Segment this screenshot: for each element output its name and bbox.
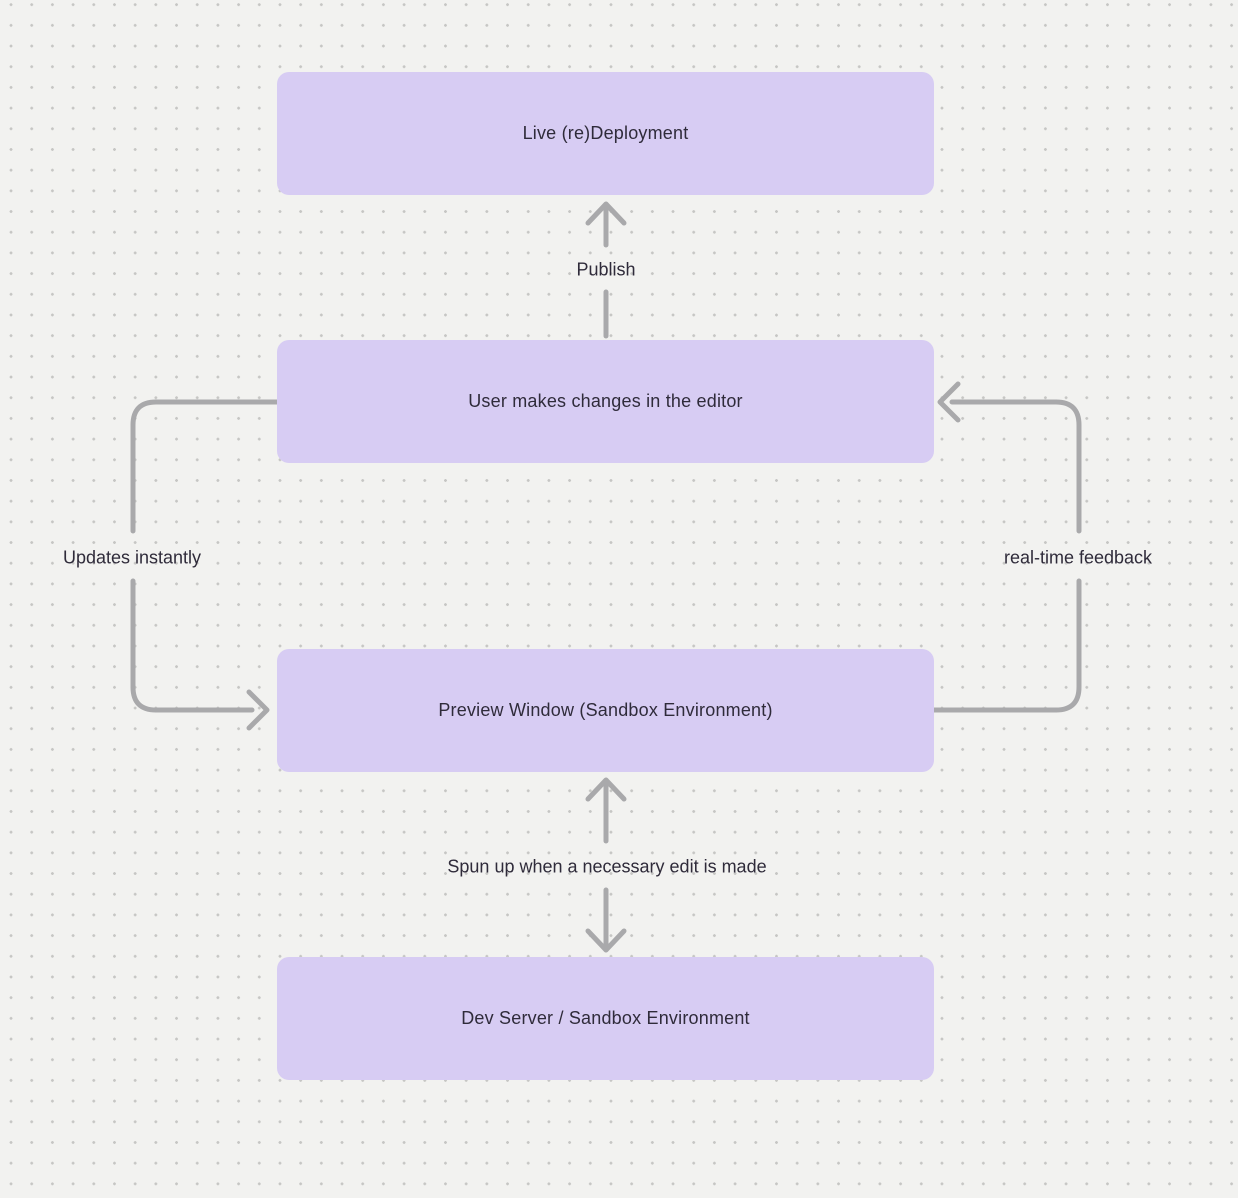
edge-updates-instantly-arrow[interactable]	[130, 399, 280, 731]
edge-label-updates-instantly[interactable]: Updates instantly	[62, 547, 202, 568]
arrowhead-down-icon	[585, 928, 627, 953]
edge-label-real-time-feedback[interactable]: real-time feedback	[1003, 547, 1153, 568]
edge-publish-arrow[interactable]	[585, 201, 627, 339]
arrowhead-right-icon	[246, 689, 270, 731]
arrowhead-up-icon	[585, 777, 627, 802]
edge-spun-up-arrow-up[interactable]	[585, 777, 627, 844]
node-label: User makes changes in the editor	[468, 391, 743, 411]
node-label: Live (re)Deployment	[522, 123, 689, 143]
edge-spun-up-arrow-down[interactable]	[585, 887, 627, 953]
arrowhead-up-icon	[585, 201, 627, 226]
edge-label-publish[interactable]: Publish	[576, 259, 636, 280]
edge-line-segment	[931, 578, 1082, 713]
arrowhead-left-icon	[937, 381, 961, 423]
node-label: Dev Server / Sandbox Environment	[461, 1008, 750, 1028]
edge-line-segment	[130, 578, 255, 713]
edge-line-segment	[949, 399, 1082, 534]
node-editor[interactable]: User makes changes in the editor	[277, 340, 934, 463]
node-label: Preview Window (Sandbox Environment)	[438, 700, 773, 720]
edge-line-segment	[130, 399, 280, 534]
node-preview[interactable]: Preview Window (Sandbox Environment)	[277, 649, 934, 772]
edge-label-spun-up[interactable]: Spun up when a necessary edit is made	[447, 856, 767, 877]
node-dev-server[interactable]: Dev Server / Sandbox Environment	[277, 957, 934, 1080]
node-live-deployment[interactable]: Live (re)Deployment	[277, 72, 934, 195]
edge-real-time-feedback-arrow[interactable]	[931, 381, 1082, 713]
